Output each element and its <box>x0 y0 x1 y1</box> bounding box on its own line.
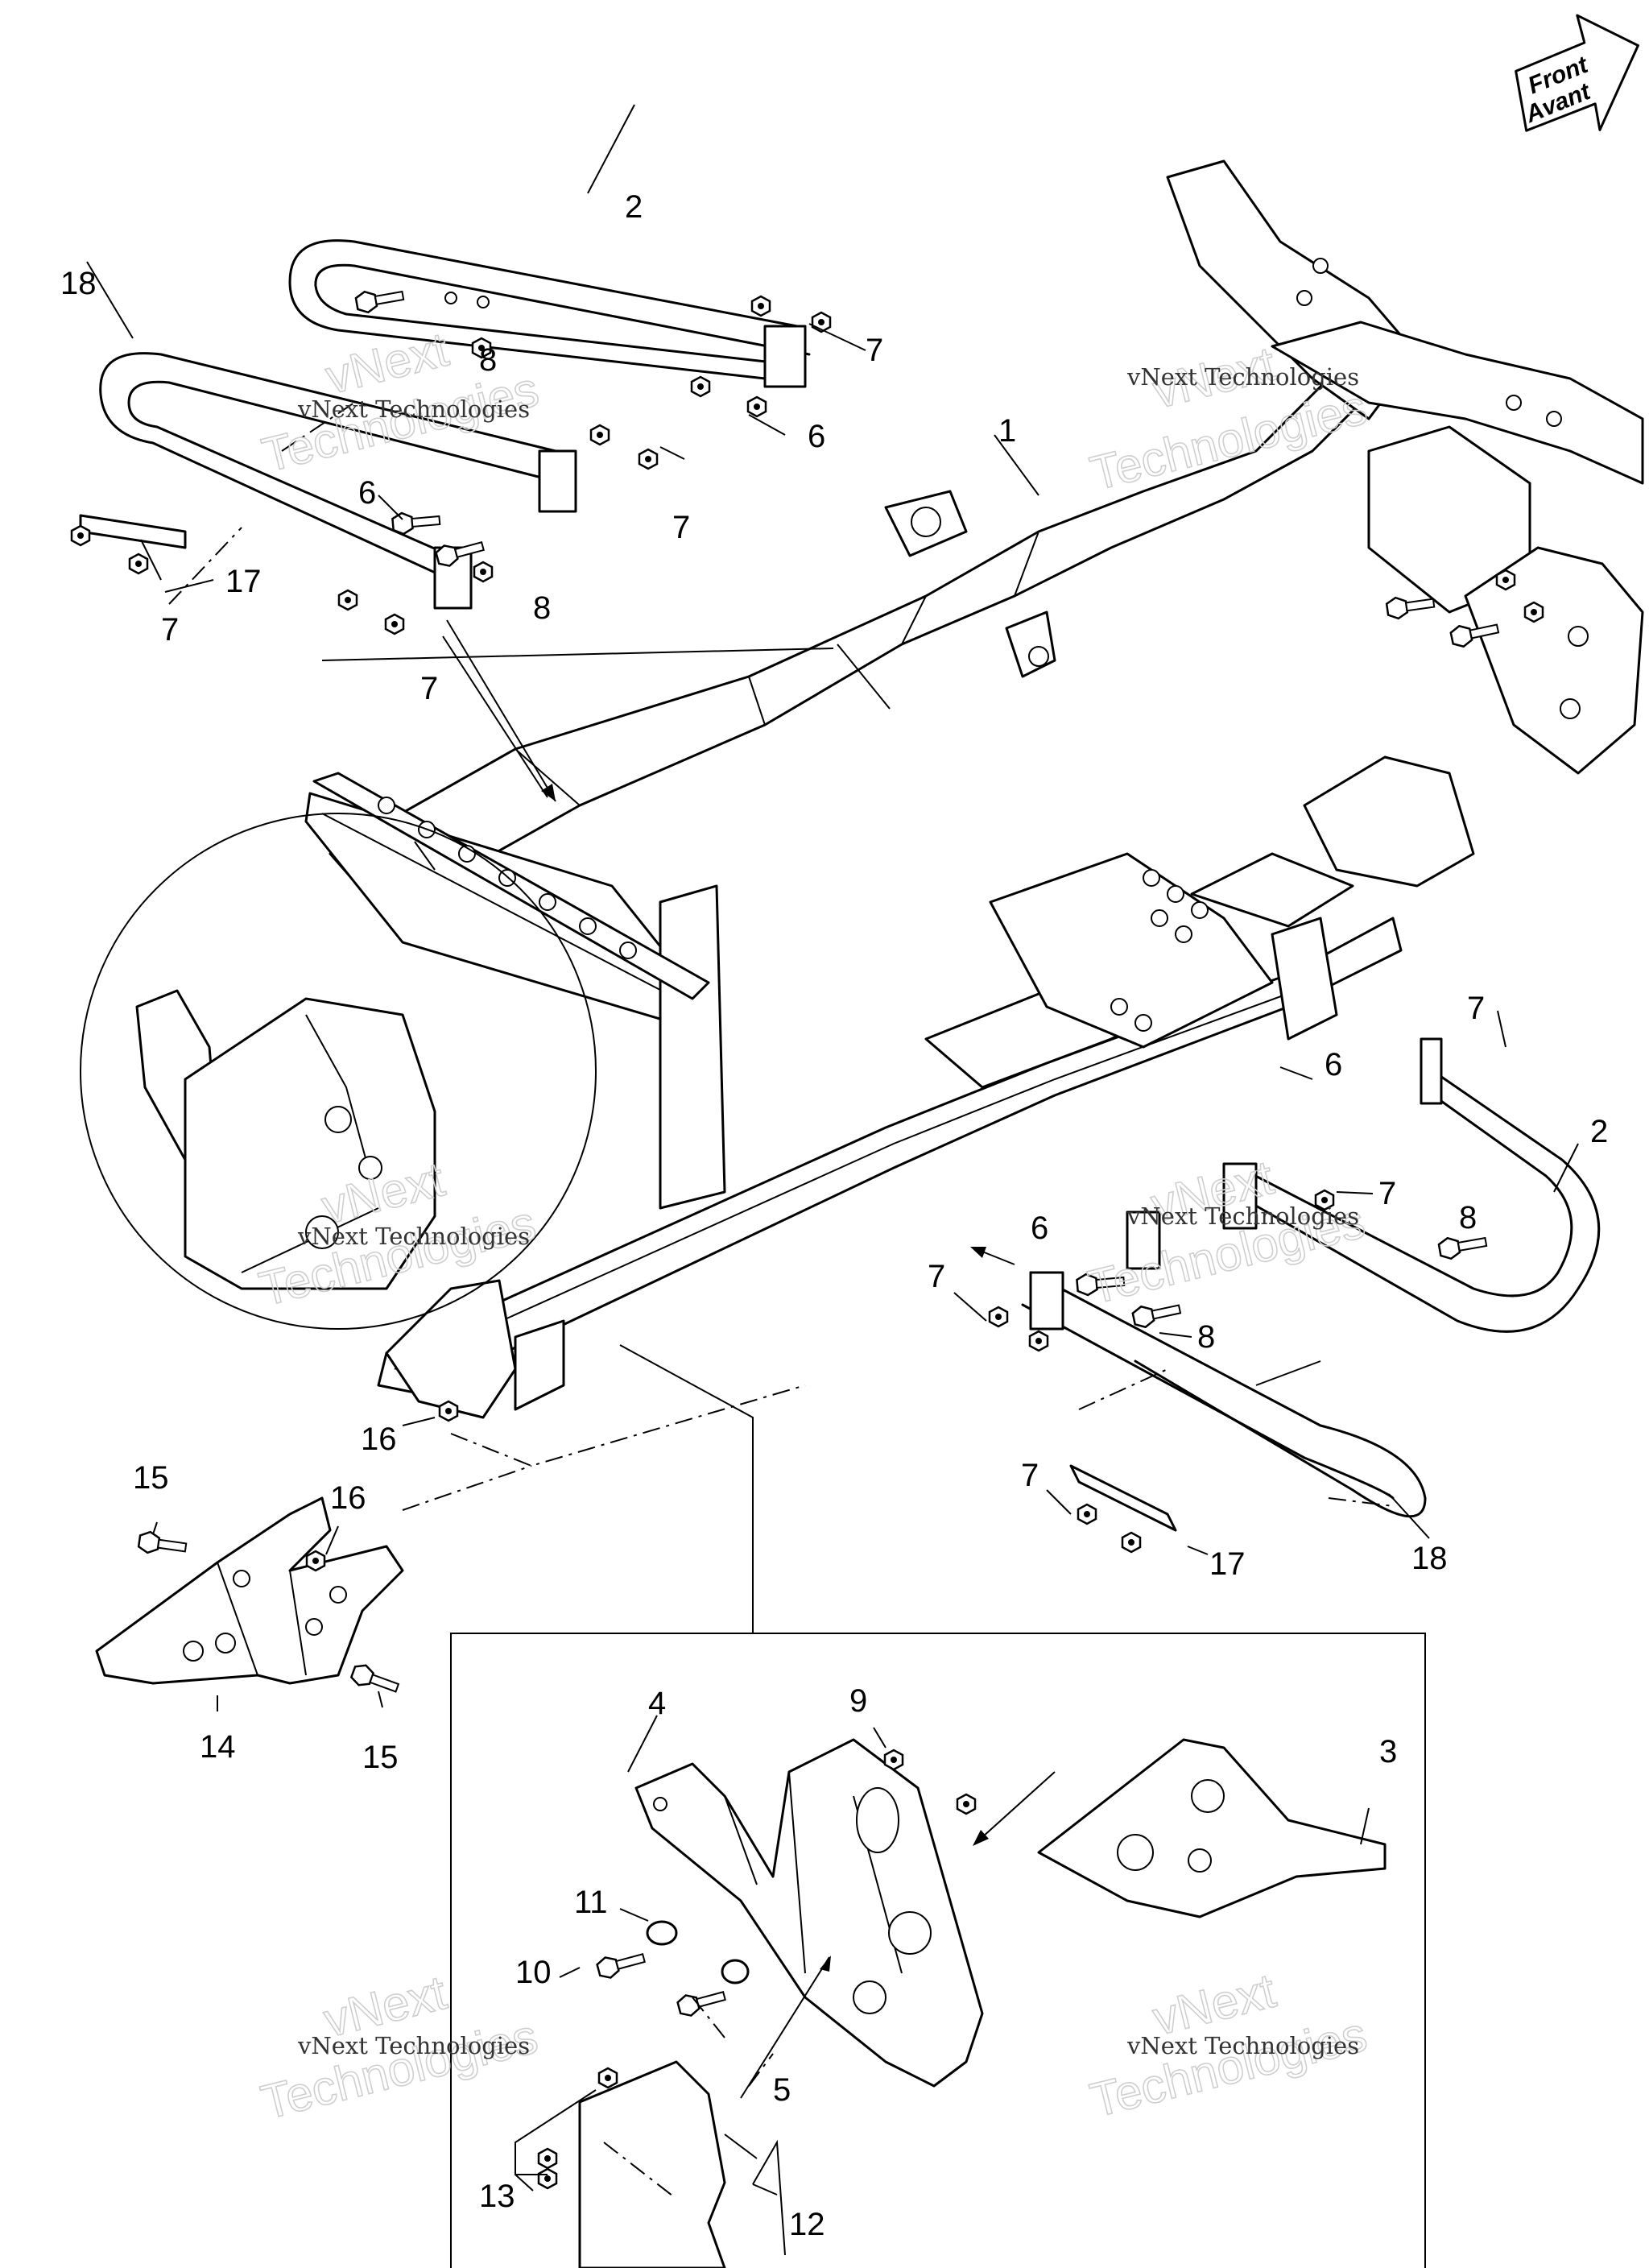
callout-16b: 16 <box>330 1480 366 1516</box>
callout-13: 13 <box>479 2179 515 2214</box>
callout-10: 10 <box>515 1955 552 1990</box>
callout-7f: 7 <box>1378 1176 1396 1211</box>
detail-view-circle <box>80 813 597 1330</box>
callout-7e: 7 <box>1467 991 1485 1026</box>
watermark-caption-2: vNext Technologies <box>1126 363 1359 391</box>
callout-8a: 8 <box>479 342 497 378</box>
callout-2b: 2 <box>1590 1114 1608 1149</box>
callout-7d: 7 <box>420 671 438 706</box>
callout-6c: 6 <box>1325 1047 1342 1082</box>
callout-labels: 1 2 2 3 4 5 6 6 6 6 7 7 7 7 7 7 7 7 8 8 … <box>60 189 1608 2242</box>
callout-7h: 7 <box>1021 1458 1039 1493</box>
detail-inset-box <box>450 1633 1426 2268</box>
bracket-part-14 <box>95 1496 404 1685</box>
callout-8c: 8 <box>1459 1200 1477 1235</box>
watermark-caption-3: vNext Technologies <box>297 1223 530 1250</box>
callout-18b: 18 <box>1411 1541 1448 1576</box>
watermark-caption-4: vNext Technologies <box>1126 1202 1359 1230</box>
watermark-caption-6: vNext Technologies <box>1126 2032 1359 2059</box>
main-frame-part-1 <box>304 159 1644 1419</box>
callout-16a: 16 <box>361 1422 397 1457</box>
callout-7c: 7 <box>161 612 179 648</box>
bracket-part-17-left <box>79 514 187 549</box>
callout-7a: 7 <box>866 333 883 368</box>
callout-14: 14 <box>200 1729 236 1765</box>
callout-7b: 7 <box>672 510 690 545</box>
callout-17a: 17 <box>225 564 262 599</box>
callout-3: 3 <box>1379 1734 1397 1769</box>
callout-17b: 17 <box>1209 1546 1246 1582</box>
callout-4: 4 <box>648 1686 666 1721</box>
callout-5: 5 <box>773 2072 791 2108</box>
bracket-part-17-right <box>1069 1464 1177 1532</box>
callout-8b: 8 <box>533 590 551 626</box>
callout-7g: 7 <box>928 1259 945 1294</box>
callout-6a: 6 <box>808 419 825 454</box>
watermark-1: vNext Technologies <box>256 321 544 483</box>
callout-15a: 15 <box>133 1460 169 1496</box>
callout-6d: 6 <box>1031 1211 1048 1246</box>
callout-18a: 18 <box>60 266 97 301</box>
rear-rack-part-18-left <box>99 352 577 610</box>
callout-8d: 8 <box>1197 1319 1215 1355</box>
watermark-caption-5: vNext Technologies <box>297 2032 530 2059</box>
callout-2a: 2 <box>625 189 643 225</box>
callout-12: 12 <box>789 2207 825 2242</box>
frame-holes <box>378 258 1589 1032</box>
callout-1: 1 <box>998 413 1016 449</box>
callout-15b: 15 <box>362 1740 399 1775</box>
callout-11: 11 <box>574 1885 608 1920</box>
rear-bumper-part-2-left <box>288 239 811 388</box>
watermark-caption-1: vNext Technologies <box>297 395 530 423</box>
callout-9: 9 <box>849 1683 867 1719</box>
callout-6b: 6 <box>358 475 376 511</box>
rear-bumper-part-2-right <box>1222 1037 1601 1333</box>
leader-lines <box>86 104 1579 2256</box>
front-direction-badge: Front Avant <box>1515 14 1639 132</box>
